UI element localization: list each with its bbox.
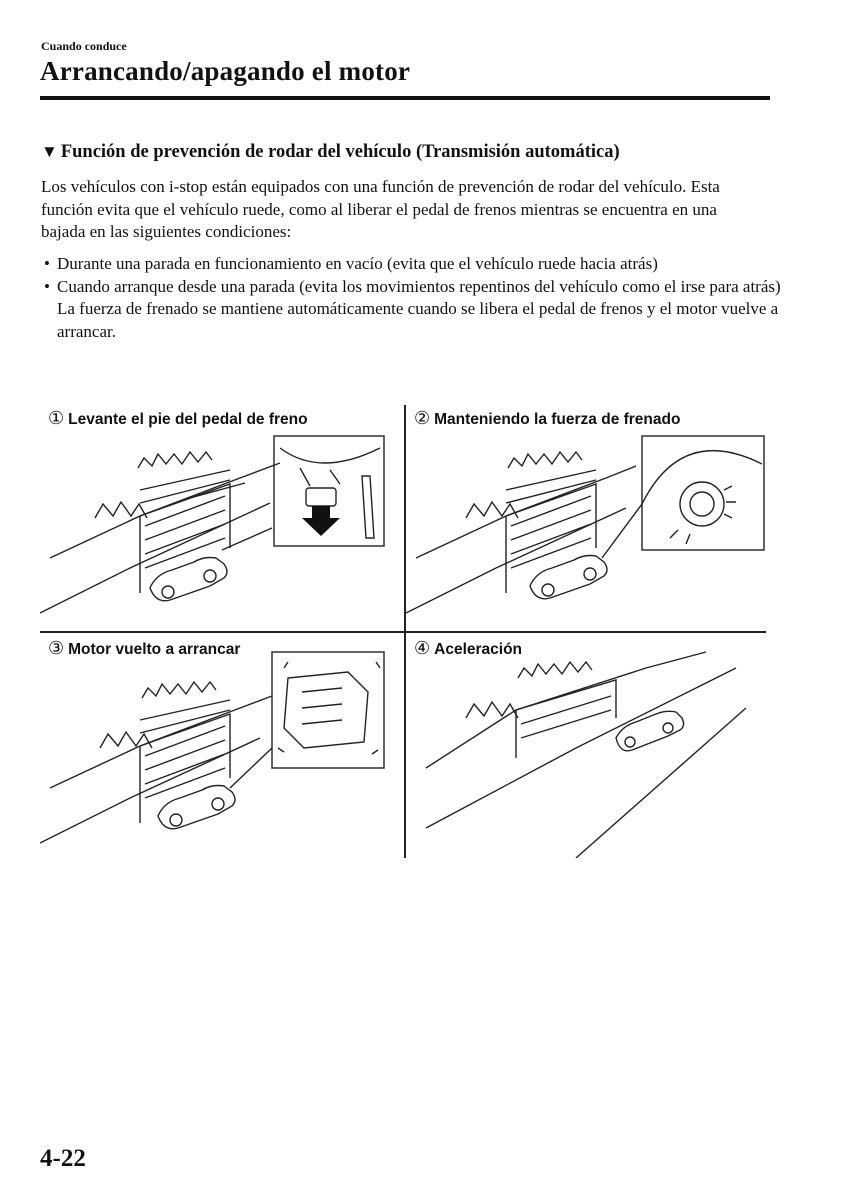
condition-list: • Durante una parada en funcionamiento e… <box>41 253 781 343</box>
figure-caption-text: Motor vuelto a arrancar <box>68 641 241 658</box>
list-item: • Cuando arranque desde una parada (evit… <box>41 276 781 299</box>
acceleration-illustration <box>425 651 747 858</box>
figure-number: ① <box>48 408 65 428</box>
section-label: Cuando conduce <box>41 39 127 53</box>
bullet-dot: • <box>44 276 50 296</box>
page-title: Arrancando/apagando el motor <box>40 56 411 86</box>
figure-caption-text: Manteniendo la fuerza de frenado <box>434 411 681 428</box>
subheading-text: Función de prevención de rodar del vehíc… <box>60 142 620 162</box>
subheading: ▼Función de prevención de rodar del vehí… <box>41 142 620 163</box>
figure-divider-horizontal <box>40 631 766 633</box>
intro-paragraph: Los vehículos con i-stop están equipados… <box>41 177 720 241</box>
triangle-marker-icon: ▼ <box>41 142 58 161</box>
list-note: La fuerza de frenado se mantiene automát… <box>57 299 779 341</box>
list-item-text: Cuando arranque desde una parada (evita … <box>57 276 781 296</box>
list-item: • Durante una parada en funcionamiento e… <box>41 253 781 276</box>
brake-hold-illustration <box>406 435 765 614</box>
figure-number: ④ <box>414 638 431 658</box>
figure-caption-text: Levante el pie del pedal de freno <box>68 411 308 428</box>
figure-number: ② <box>414 408 431 428</box>
list-item-text: Durante una parada en funcionamiento en … <box>57 254 658 273</box>
engine-restart-illustration <box>40 651 385 844</box>
car-on-slope-illustration <box>40 435 385 614</box>
page-number: 4-22 <box>40 1145 86 1172</box>
title-rule <box>40 96 770 100</box>
bullet-dot: • <box>44 254 50 273</box>
figure-caption-text: Aceleración <box>434 641 523 658</box>
figure-number: ③ <box>48 638 65 658</box>
